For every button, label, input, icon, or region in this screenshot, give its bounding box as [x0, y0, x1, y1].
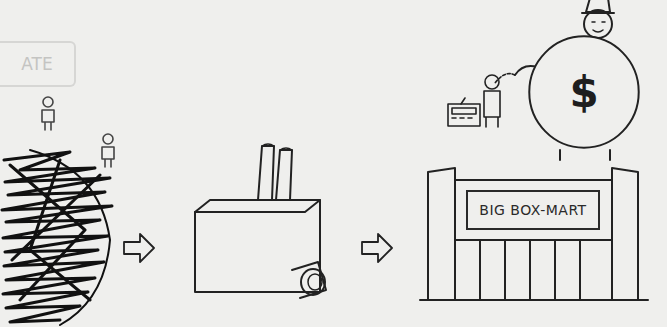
- flow-arrow: [124, 234, 154, 262]
- node-text: $: [569, 68, 598, 117]
- money-bag-body: $: [527, 34, 641, 150]
- cashier-figure: [448, 74, 515, 127]
- node-text: ATE: [21, 54, 52, 74]
- person-figure: [42, 97, 114, 167]
- factory: [195, 144, 326, 298]
- store-building: [420, 168, 648, 300]
- store-sign: BIG BOX-MART: [466, 190, 600, 230]
- flow-arrow: [362, 234, 392, 262]
- faded-box: ATE: [0, 41, 76, 87]
- node-text: BIG BOX-MART: [479, 202, 586, 218]
- scribble: [2, 150, 112, 325]
